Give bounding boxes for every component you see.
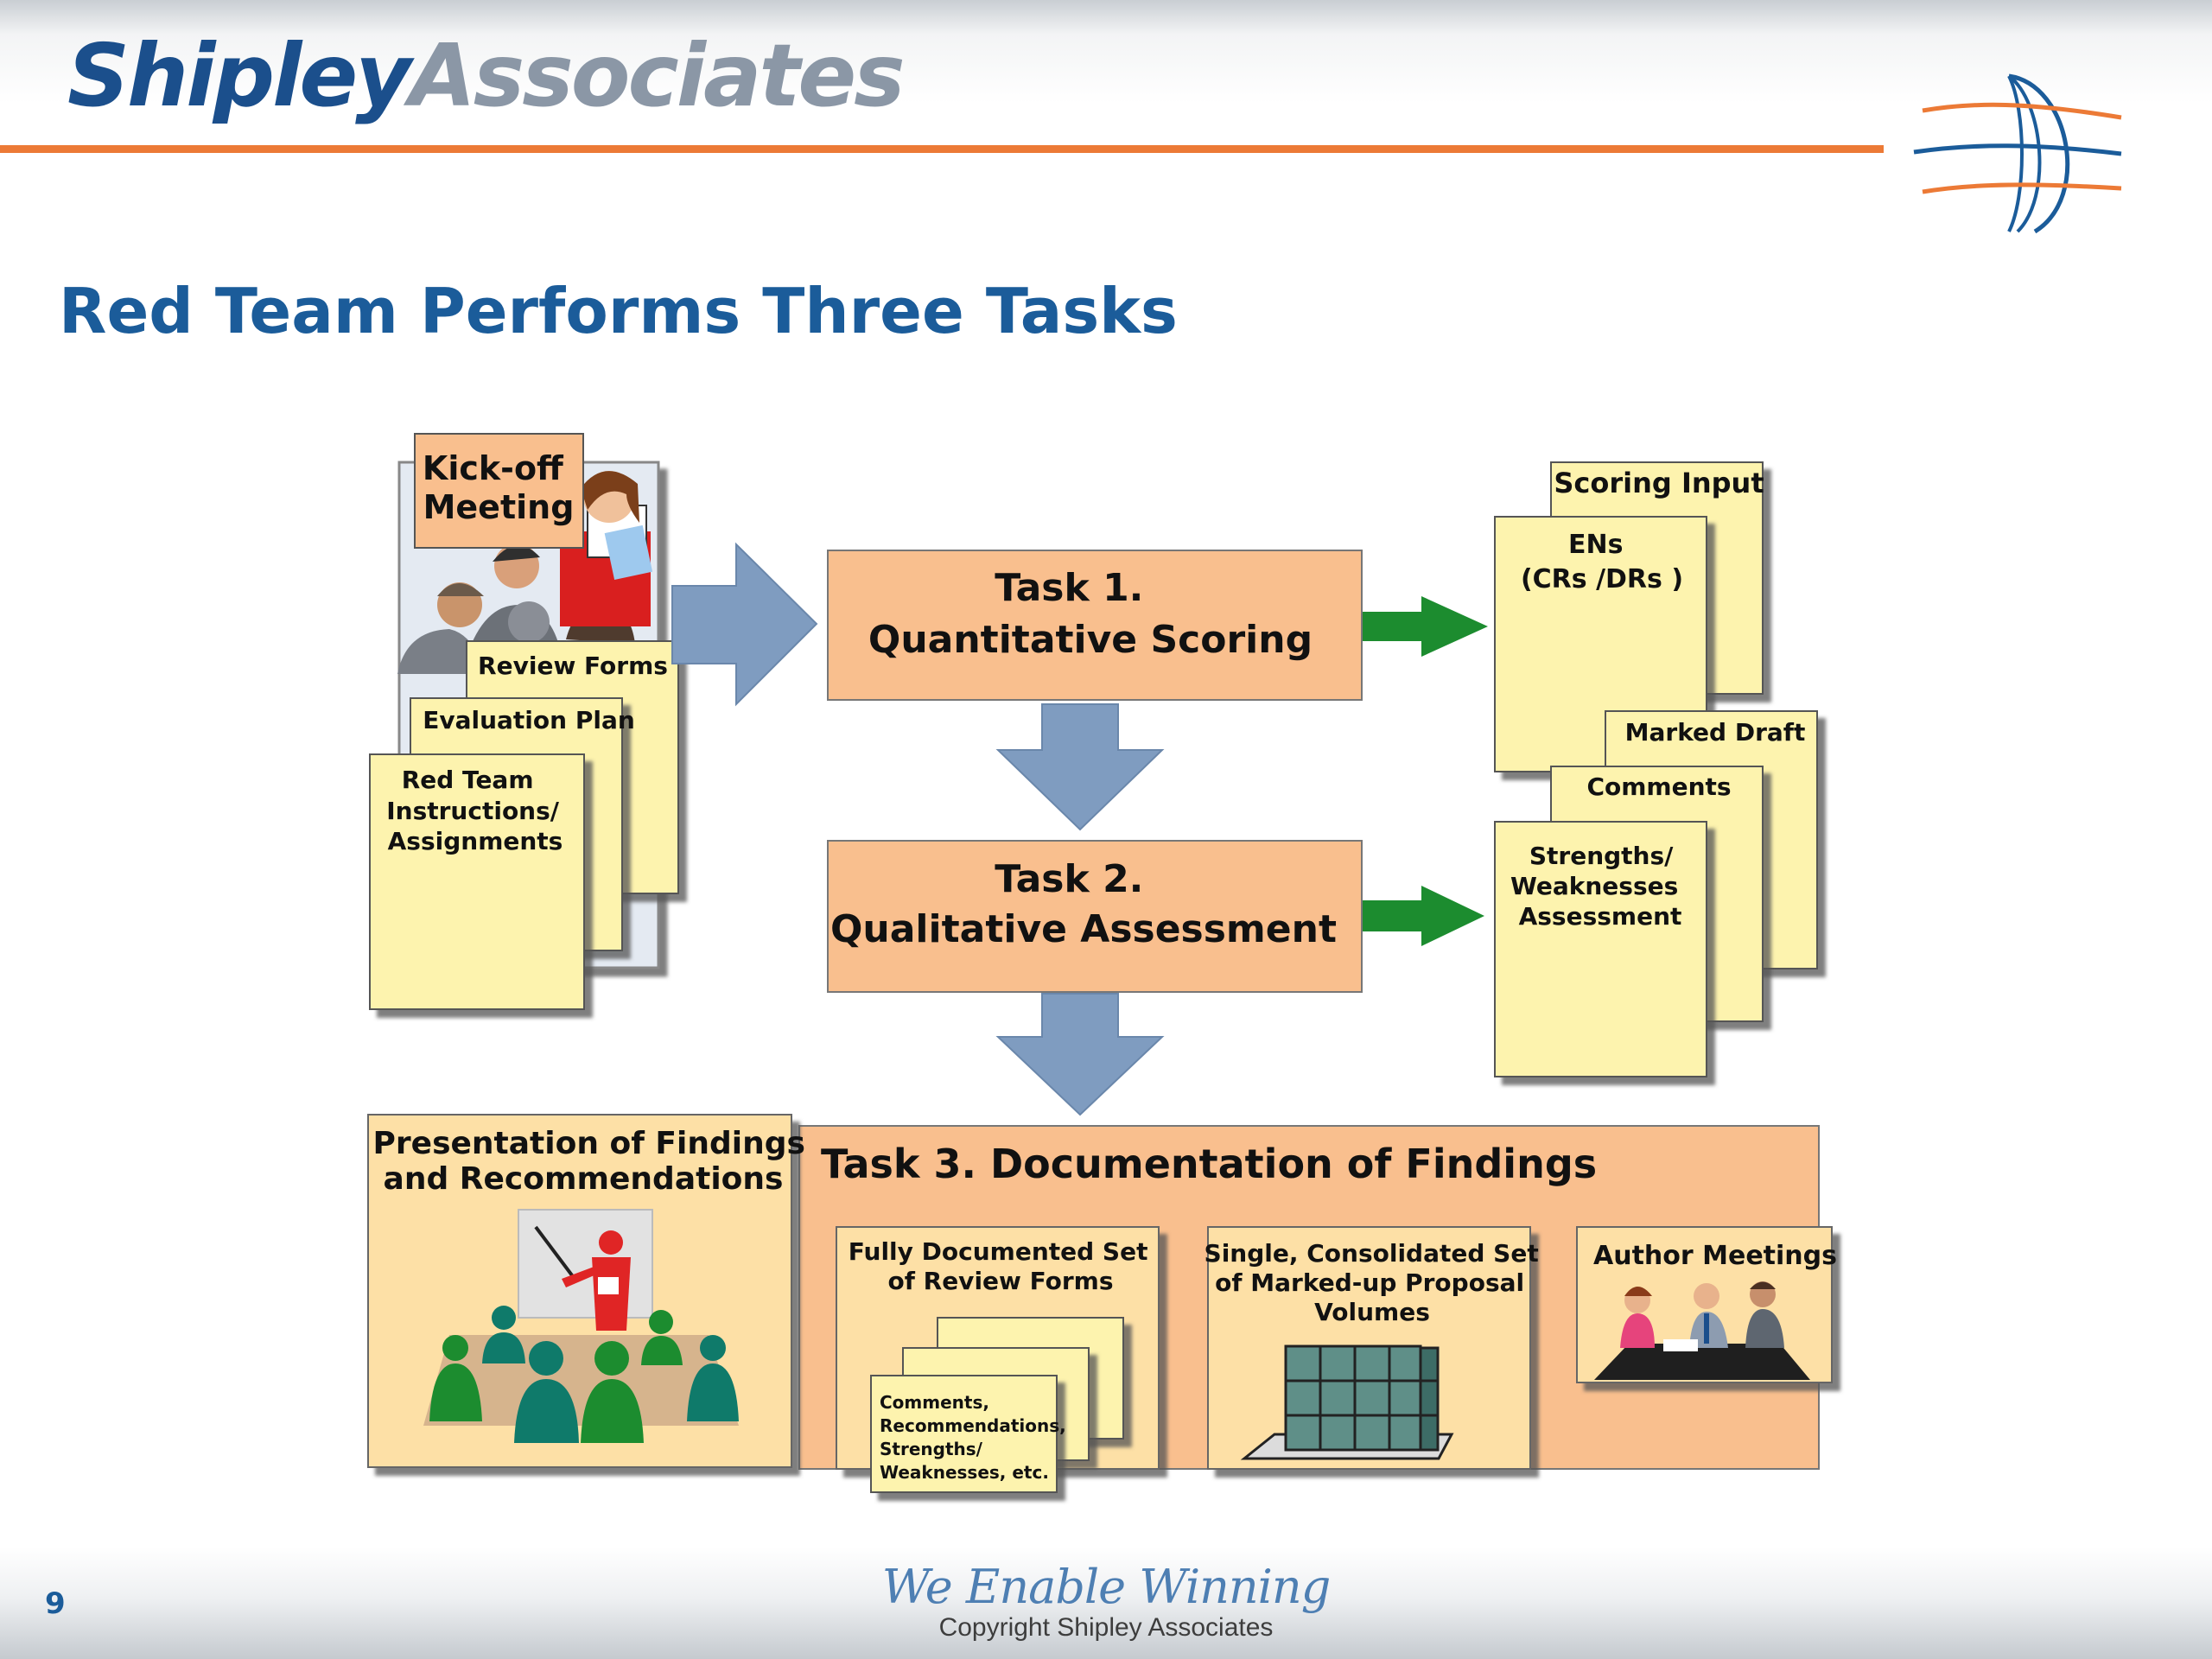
- binders-stack-icon: [1240, 1344, 1454, 1460]
- kickoff-meeting-box: [414, 433, 584, 549]
- globe-logo-icon: [1913, 73, 2122, 234]
- comments-label: Comments: [1586, 772, 1731, 801]
- evaluation-plan-label: Evaluation Plan: [423, 706, 635, 734]
- header-rule: [0, 145, 1884, 153]
- author-meetings-label: Author Meetings: [1593, 1241, 1837, 1271]
- author-meeting-people-icon: [1594, 1281, 1810, 1380]
- input-arrow: [671, 542, 818, 707]
- page-number: 9: [45, 1586, 66, 1621]
- marked-draft-label: Marked Draft: [1625, 718, 1806, 747]
- review-forms-label: Review Forms: [478, 652, 668, 680]
- footer-tagline: We Enable Winning: [881, 1560, 1332, 1614]
- presentation-text: Presentation of Findings and Recommendat…: [373, 1126, 817, 1197]
- instructions-doc: [369, 753, 585, 1010]
- slide-title: Red Team Performs Three Tasks: [59, 275, 1178, 347]
- arrow-task1-to-task2: [995, 703, 1165, 831]
- consolidated-set-text: Single, Consolidated Set of Marked-up Pr…: [1205, 1239, 1548, 1326]
- task2-box: [827, 840, 1363, 993]
- strengths-doc: [1494, 821, 1707, 1077]
- task2-output-arrow: [1361, 886, 1484, 946]
- review-set-note: Comments, Recommendations, Strengths/ We…: [880, 1392, 1072, 1483]
- task1-output-arrow: [1361, 596, 1488, 657]
- task3-title: Task 3. Documentation of Findings: [821, 1141, 1597, 1187]
- task2-text: Task 2. Qualitative Assessment: [830, 857, 1337, 951]
- kickoff-text: Kick-off Meeting: [423, 449, 575, 526]
- strengths-text: Strengths/ Weaknesses Assessment: [1510, 842, 1687, 931]
- shipley-logo: ShipleyAssociates: [67, 25, 906, 126]
- header-band: [0, 0, 2212, 138]
- arrow-task2-to-task3: [995, 993, 1165, 1116]
- ens-text: ENs (CRs /DRs ): [1521, 530, 1683, 594]
- scoring-input-label: Scoring Input: [1554, 467, 1764, 499]
- instructions-text: Red Team Instructions/ Assignments: [386, 766, 568, 855]
- footer-copyright: Copyright Shipley Associates: [938, 1613, 1274, 1642]
- task1-box: [827, 550, 1363, 701]
- review-form-sheet-front: [870, 1375, 1058, 1493]
- presentation-meeting-icon: [423, 1209, 739, 1443]
- review-set-text: Fully Documented Set of Review Forms: [849, 1237, 1156, 1295]
- presenter-woman-icon: [560, 471, 653, 626]
- footer-band: [0, 1547, 2212, 1659]
- task1-text: Task 1. Quantitative Scoring: [868, 566, 1313, 662]
